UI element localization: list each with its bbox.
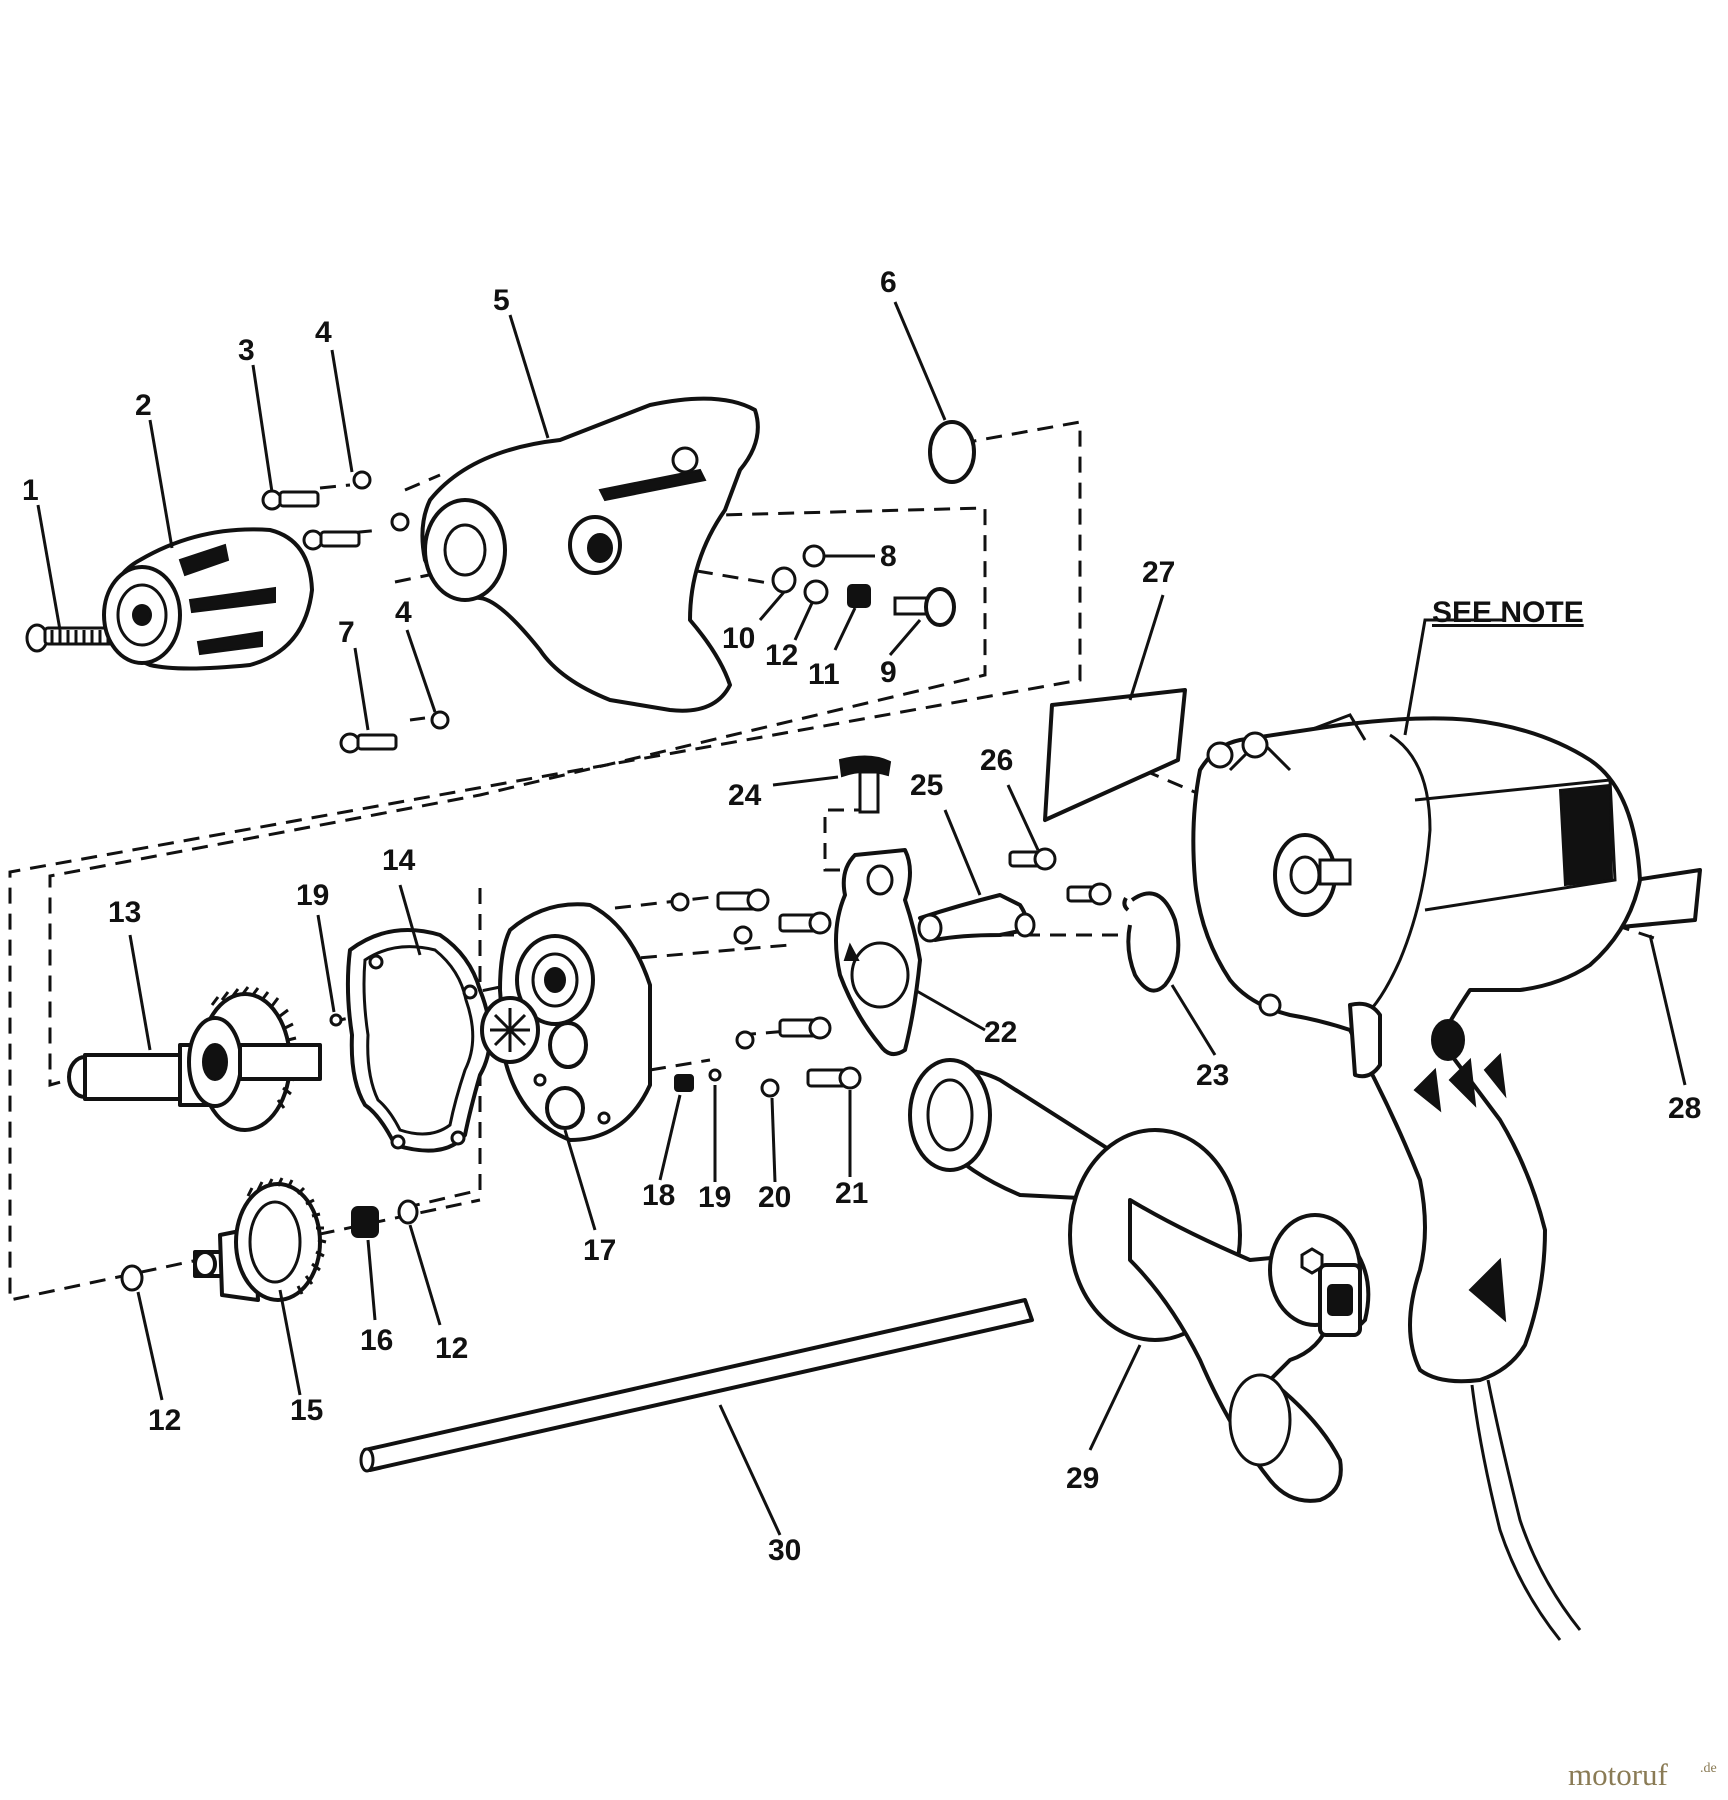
part-8-washer [802, 544, 826, 568]
label-part-26: 26 [980, 744, 1013, 777]
part-12-washer-left [120, 1264, 144, 1292]
part-30-depth-rod [359, 1298, 1034, 1473]
part-27-label-plate [1043, 688, 1187, 822]
label-part-13: 13 [108, 896, 141, 929]
label-part-4-top: 4 [315, 316, 332, 349]
label-part-5: 5 [493, 284, 510, 317]
label-part-23: 23 [1196, 1059, 1229, 1092]
part-4-washer [352, 470, 372, 490]
part-26-screw [1008, 847, 1057, 871]
part-4-washer-second [390, 512, 410, 532]
part-14-gasket [345, 928, 492, 1153]
label-part-9: 9 [880, 656, 897, 689]
label-part-29: 29 [1066, 1462, 1099, 1495]
drill-housing [1191, 713, 1642, 1641]
label-part-30: 30 [768, 1534, 801, 1567]
part-11-spring [847, 584, 871, 608]
gear-plate-screws [670, 888, 832, 1050]
label-part-1: 1 [22, 474, 39, 507]
label-part-12-left: 12 [148, 1404, 181, 1437]
label-part-16: 16 [360, 1324, 393, 1357]
part-6-o-ring [928, 420, 976, 484]
part-1-chuck-screw [25, 623, 122, 653]
part-26-screw-second [1066, 882, 1112, 906]
part-12-washer-right [397, 1199, 419, 1225]
label-part-24: 24 [728, 779, 762, 812]
label-part-17: 17 [583, 1234, 616, 1267]
label-part-7: 7 [338, 616, 355, 649]
part-7-screw [339, 732, 398, 754]
part-10-ball [771, 566, 797, 594]
label-part-10: 10 [722, 622, 755, 655]
part-9-pin [893, 587, 956, 627]
watermark-tld: .de [1700, 1761, 1717, 1776]
label-part-19-bottom: 19 [698, 1181, 731, 1214]
part-number-labels: 1 2 3 4 5 6 7 4 8 9 10 11 12 13 14 15 16… [22, 266, 1701, 1567]
label-part-12-top: 12 [765, 639, 798, 672]
label-part-19-top: 19 [296, 879, 329, 912]
part-20-washer [760, 1078, 780, 1098]
part-22-shift-plate [834, 848, 922, 1056]
part-29-side-handle [908, 1058, 1371, 1503]
part-17-gear-plate [480, 902, 652, 1142]
leader-lines [36, 301, 1687, 1536]
part-15-intermediate-gear [193, 1177, 327, 1302]
part-24-knob [838, 755, 892, 814]
label-part-6: 6 [880, 266, 897, 299]
label-part-11: 11 [808, 658, 840, 691]
watermark-name: motoruf [1568, 1757, 1669, 1792]
part-3-screw [261, 489, 320, 511]
label-part-2: 2 [135, 389, 152, 422]
part-23-retaining-ring [1122, 891, 1181, 993]
part-5-gear-case [420, 396, 760, 713]
watermark: motoruf .de [1568, 1757, 1717, 1792]
label-part-25: 25 [910, 769, 943, 802]
part-25-link-lever [917, 893, 1036, 943]
label-part-4-bottom: 4 [395, 596, 412, 629]
label-part-27: 27 [1142, 556, 1175, 589]
see-note-label: SEE NOTE [1432, 596, 1584, 629]
part-18-spring [674, 1074, 694, 1092]
label-part-15: 15 [290, 1394, 323, 1427]
part-12-washer-top [803, 579, 829, 605]
part-21-screw [806, 1066, 862, 1090]
part-3-screw-second [302, 529, 361, 551]
label-part-21: 21 [835, 1177, 868, 1210]
label-part-22: 22 [984, 1016, 1017, 1049]
label-part-20: 20 [758, 1181, 791, 1214]
part-13-spindle-gear [67, 986, 322, 1132]
label-part-14: 14 [382, 844, 416, 877]
part-2-chuck [102, 527, 314, 671]
part-16-spring [351, 1206, 379, 1238]
part-19-ball-top [329, 1013, 343, 1027]
label-part-18: 18 [642, 1179, 675, 1212]
label-part-8: 8 [880, 540, 897, 573]
label-part-3: 3 [238, 334, 255, 367]
label-part-12-right: 12 [435, 1332, 468, 1365]
label-part-28: 28 [1668, 1092, 1701, 1125]
part-4-washer-third [430, 710, 450, 730]
part-19-ball-bottom [708, 1068, 722, 1082]
